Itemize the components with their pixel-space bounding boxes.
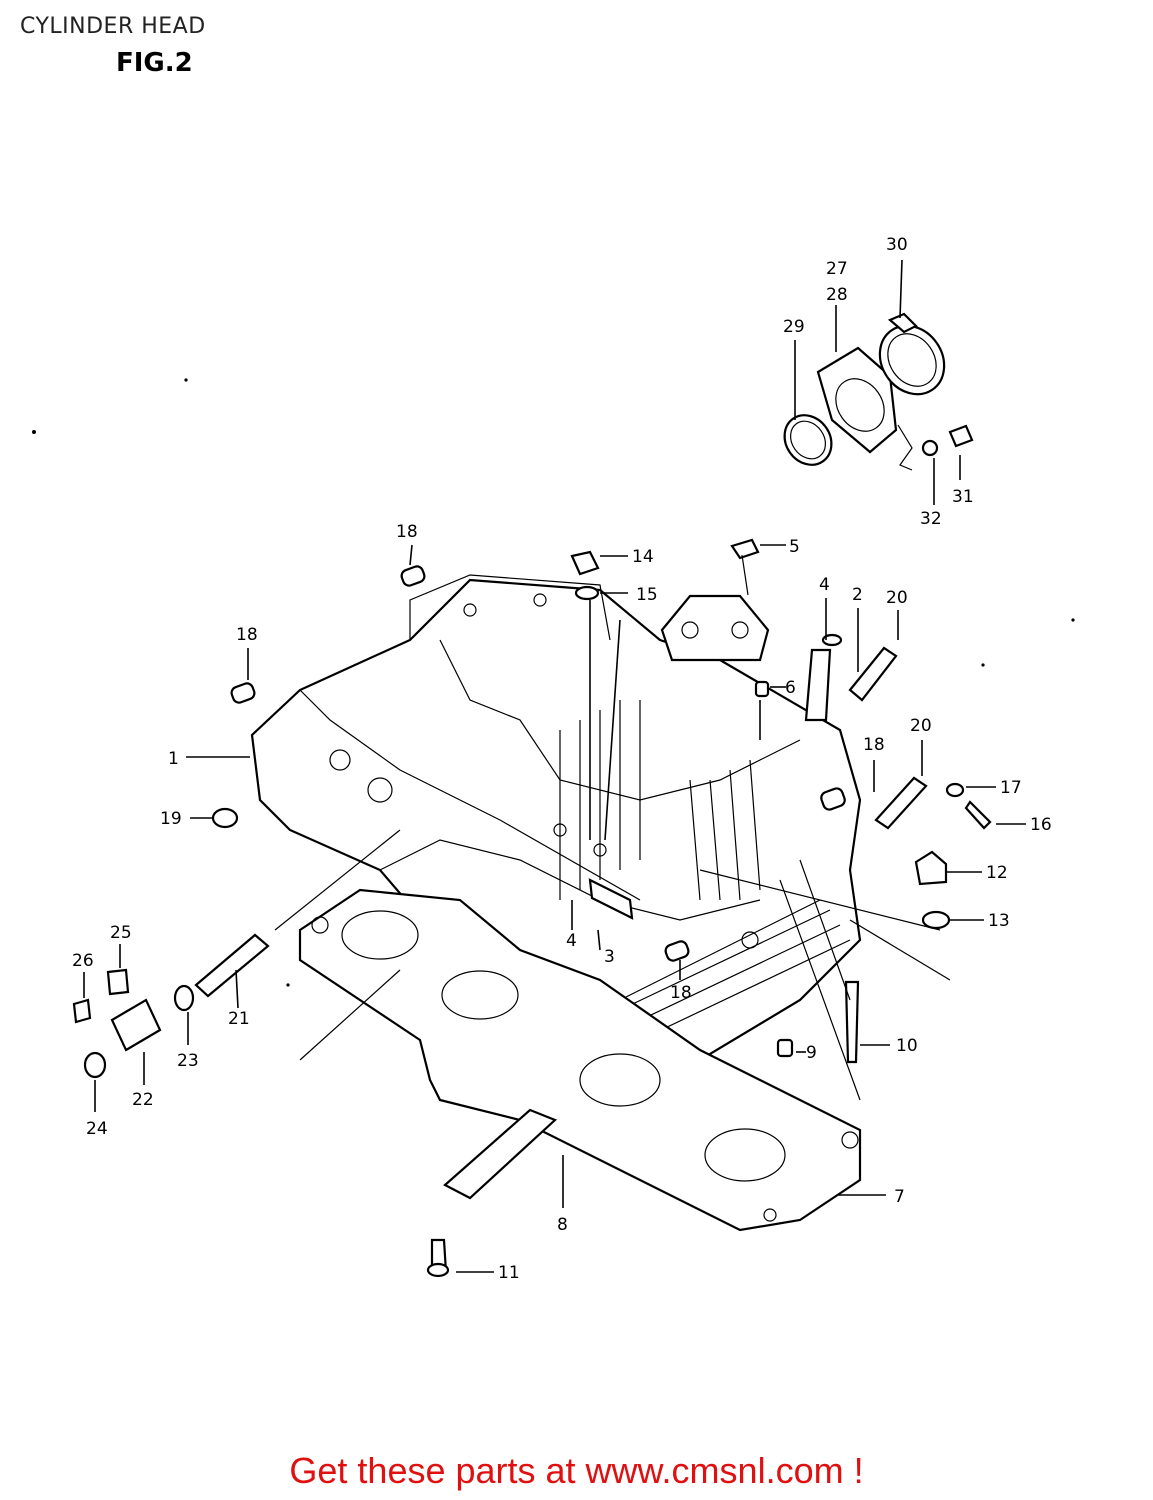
intake-pipe-assembly [783,312,974,471]
callout-25: 25 [110,923,132,943]
callout-18a: 18 [396,522,418,542]
callout-27: 27 [826,259,848,279]
callout-30: 30 [886,235,908,255]
callout-13: 13 [988,911,1010,931]
callout-20a: 20 [886,588,908,608]
callout-32: 32 [920,509,942,529]
promo-footer-link[interactable]: Get these parts at www.cmsnl.com ! [289,1450,864,1491]
scan-specks [32,378,1075,987]
callout-labels: 1 2 3 4 4 5 6 7 8 9 10 11 12 13 14 15 16… [72,235,1052,1283]
callout-29: 29 [783,317,805,337]
figure-number: FIG.2 [116,48,193,78]
callout-14: 14 [632,547,654,567]
callout-17: 17 [1000,778,1022,798]
callout-22: 22 [132,1090,154,1110]
diagram-title: CYLINDER HEAD [20,14,206,39]
callout-8: 8 [557,1215,568,1235]
head-gasket [298,888,862,1232]
small-parts [72,538,992,1278]
callout-4a: 4 [819,575,830,595]
callout-7: 7 [894,1187,905,1207]
callout-20b: 20 [910,716,932,736]
callout-1: 1 [168,749,179,769]
leader-lines [83,259,1026,1273]
callout-18d: 18 [670,983,692,1003]
callout-23: 23 [177,1051,199,1071]
callout-31: 31 [952,487,974,507]
callout-18b: 18 [236,625,258,645]
callout-10: 10 [896,1036,918,1056]
callout-2: 2 [852,585,863,605]
callout-15: 15 [636,585,658,605]
callout-5: 5 [789,537,800,557]
callout-16: 16 [1030,815,1052,835]
callout-6: 6 [785,678,796,698]
cylinder-head-body [250,574,862,1062]
callout-11: 11 [498,1263,520,1283]
callout-12: 12 [986,863,1008,883]
callout-19: 19 [160,809,182,829]
callout-26: 26 [72,951,94,971]
callout-9: 9 [806,1043,817,1063]
callout-18c: 18 [863,735,885,755]
callout-4b: 4 [566,931,577,951]
callout-21: 21 [228,1009,250,1029]
callout-24: 24 [86,1119,108,1139]
callout-3: 3 [604,947,615,967]
callout-28: 28 [826,285,848,305]
gasket-strip [443,1108,558,1200]
